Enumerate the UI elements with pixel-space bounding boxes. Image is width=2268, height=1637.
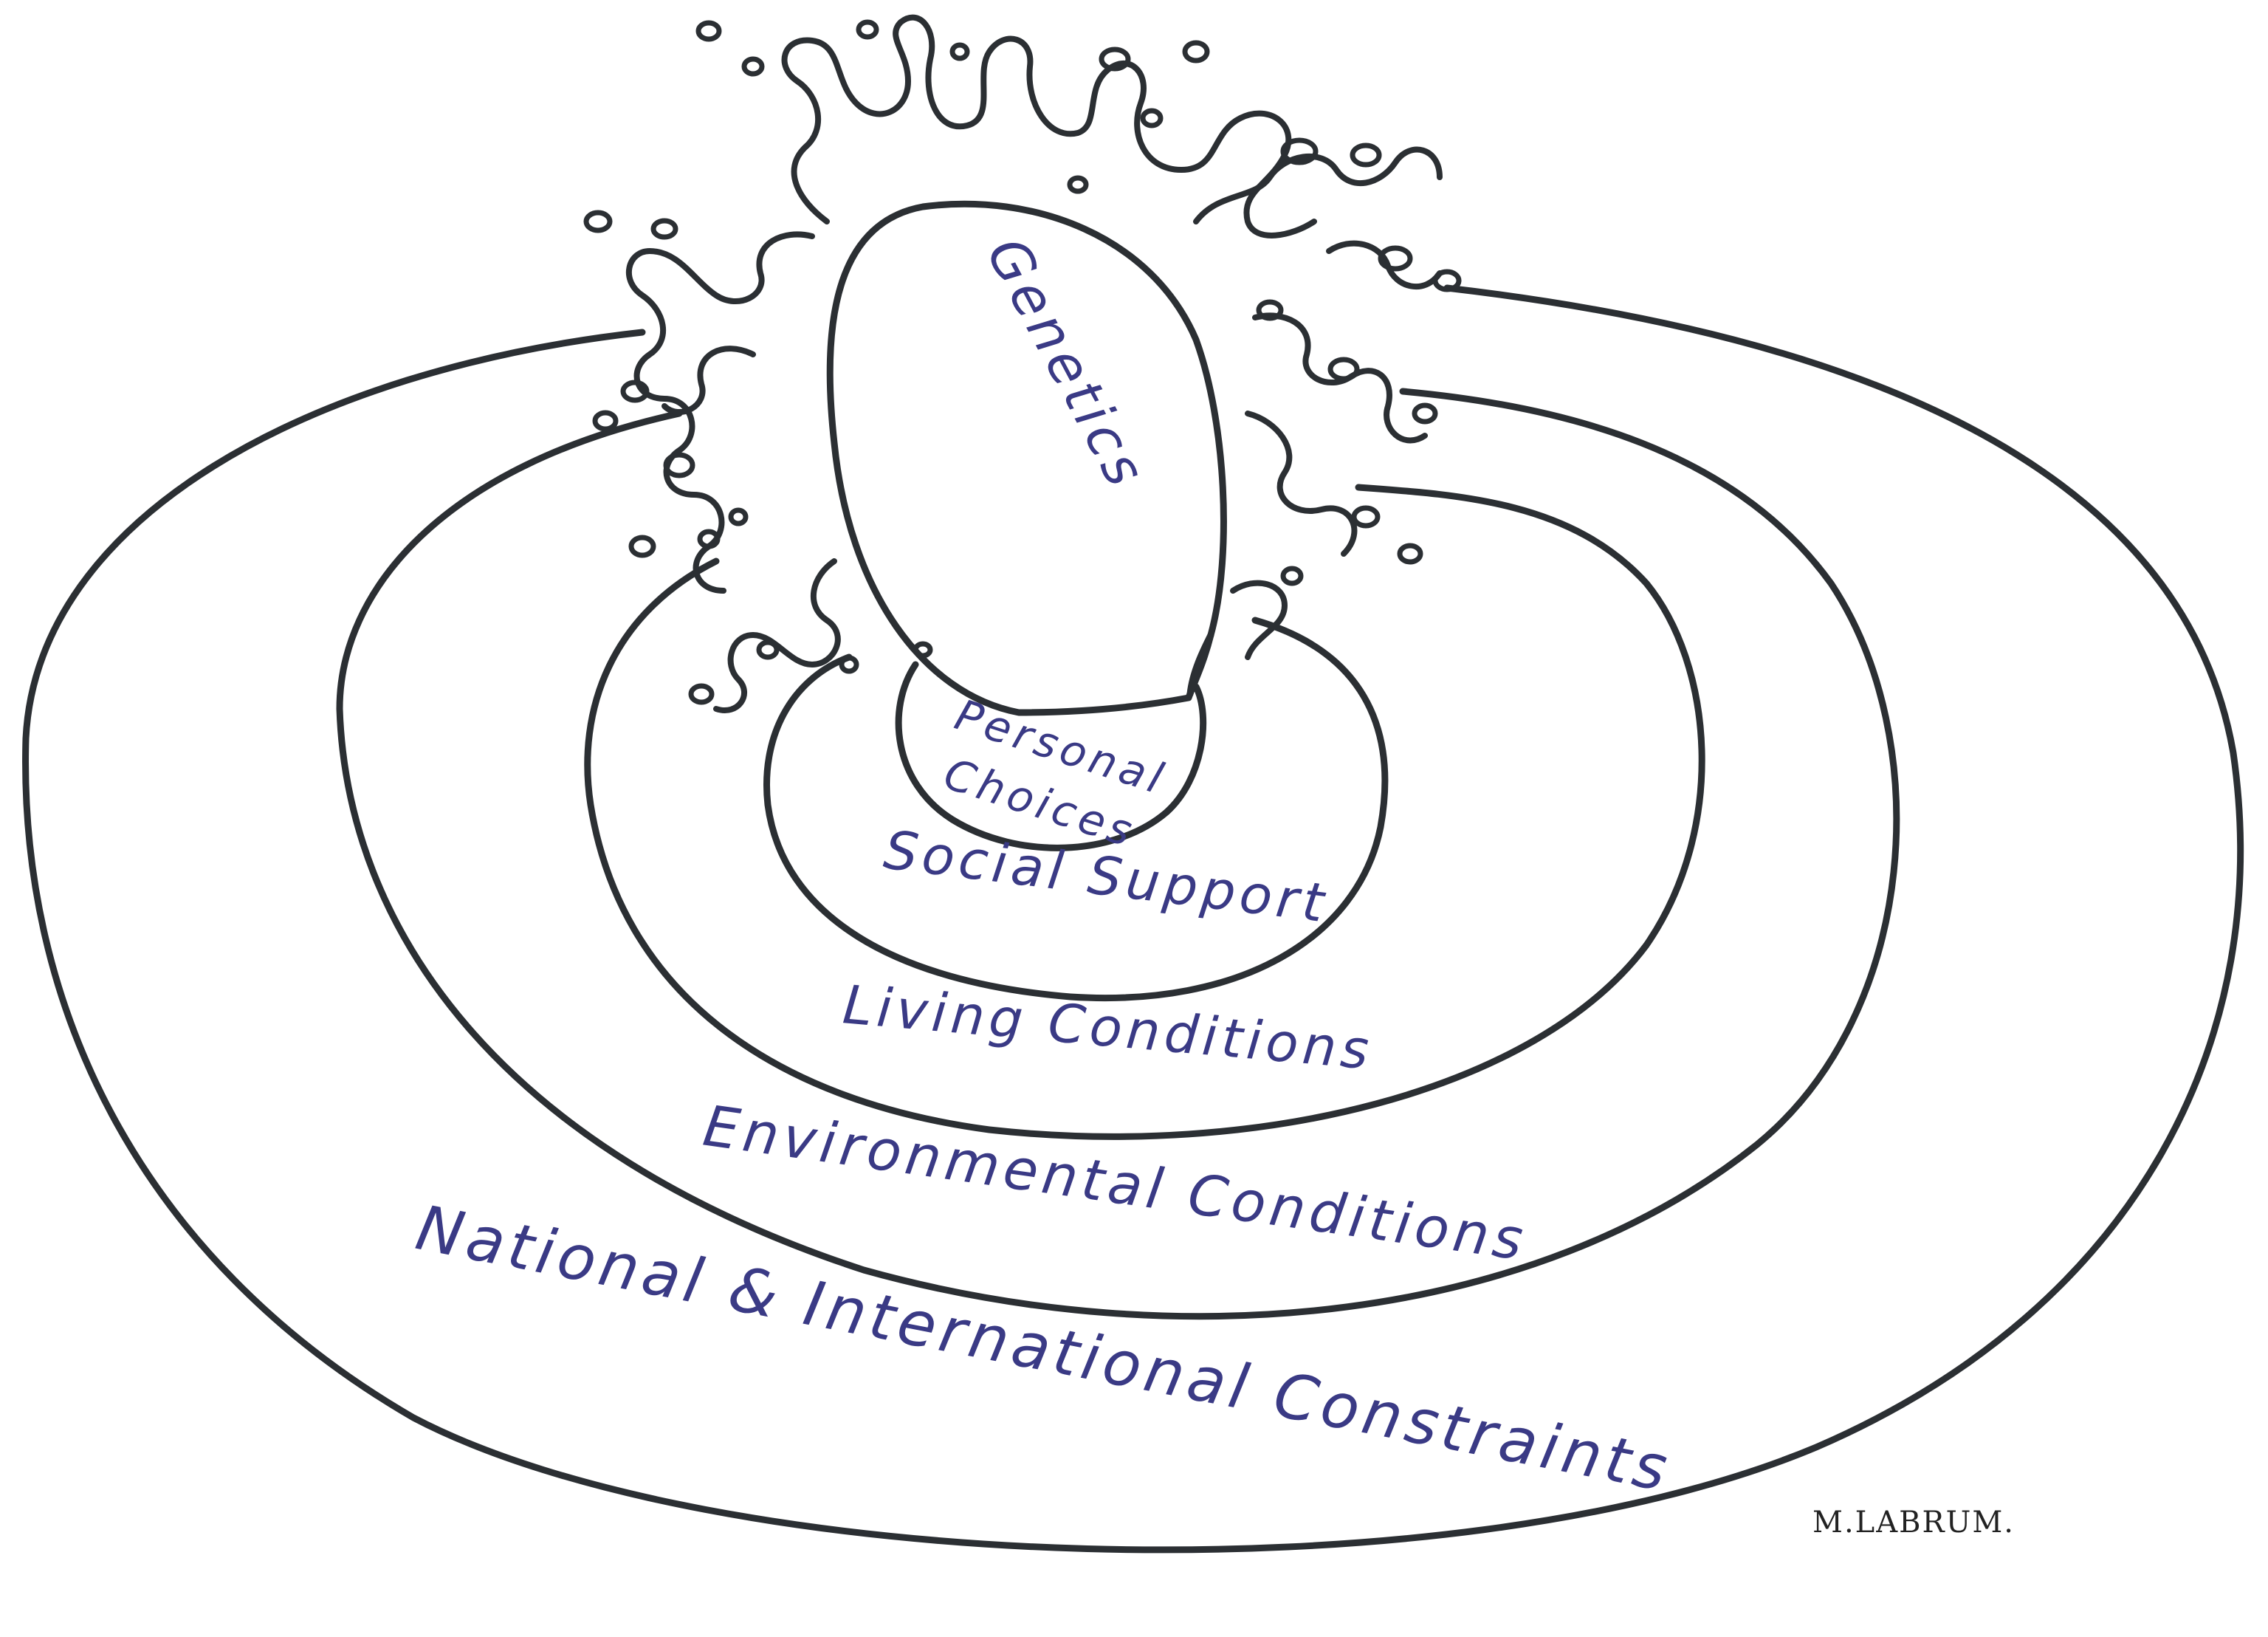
label-living-conditions: Living Conditions [841,973,1376,1081]
ring-social-support [763,617,1389,1001]
genetics-egg-crack [1186,631,1214,698]
genetics-egg [826,200,1227,716]
ring-national-international [22,284,2244,1554]
splash-droplets [583,19,1462,705]
core-personal-choices [895,661,1207,851]
ring-living-conditions [584,484,1705,1140]
artist-signature: M.LABRUM. [1812,1506,2015,1540]
ring-environmental-conditions [336,388,1900,1320]
label-genetics: Genetics [974,227,1159,500]
label-environmental-conditions: Environmental Conditions [699,1093,1531,1274]
